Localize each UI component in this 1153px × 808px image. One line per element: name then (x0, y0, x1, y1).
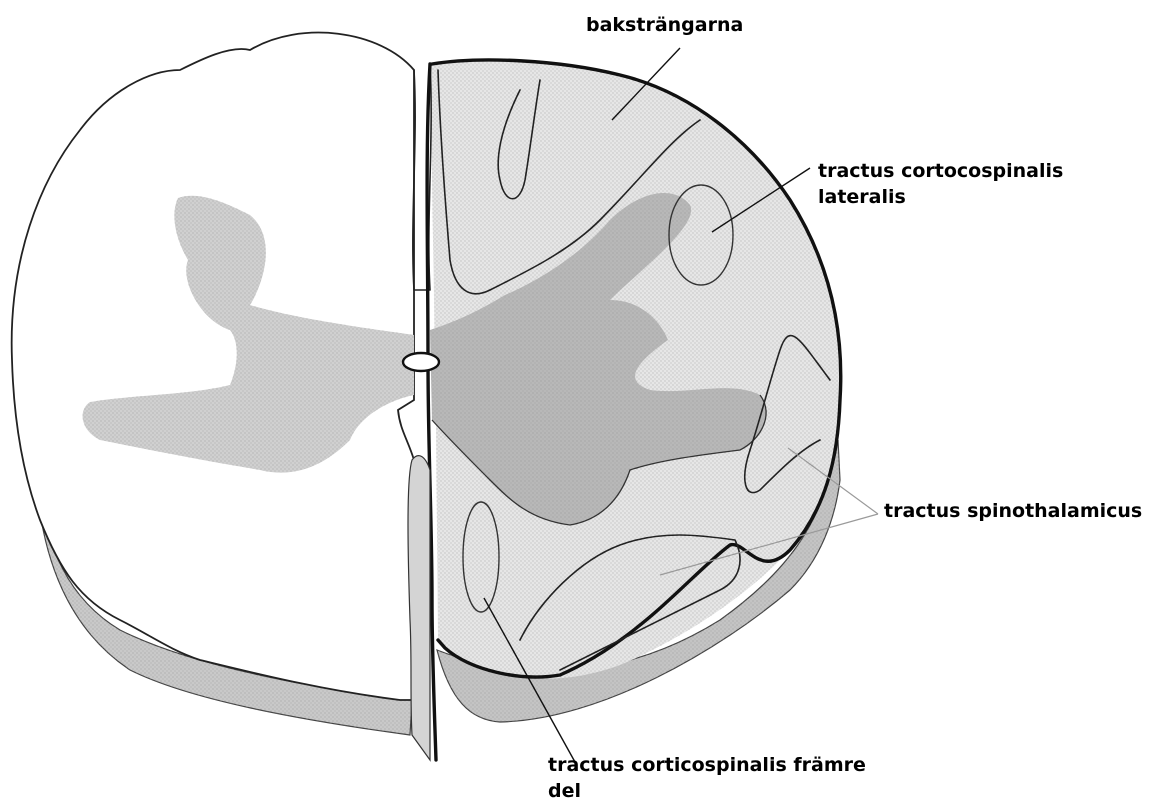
label-anterior-corticospinal-line1: tractus corticospinalis främre (548, 752, 866, 778)
label-spinothalamic: tractus spinothalamicus (884, 498, 1142, 524)
anterior-median-fissure (408, 456, 430, 760)
label-lateral-corticospinal-line1: tractus cortocospinalis (818, 158, 1063, 184)
central-canal (403, 353, 439, 371)
label-dorsal-columns: baksträngarna (586, 12, 743, 38)
label-lateral-corticospinal-line2: lateralis (818, 184, 906, 210)
label-anterior-corticospinal-line2: del (548, 778, 581, 804)
